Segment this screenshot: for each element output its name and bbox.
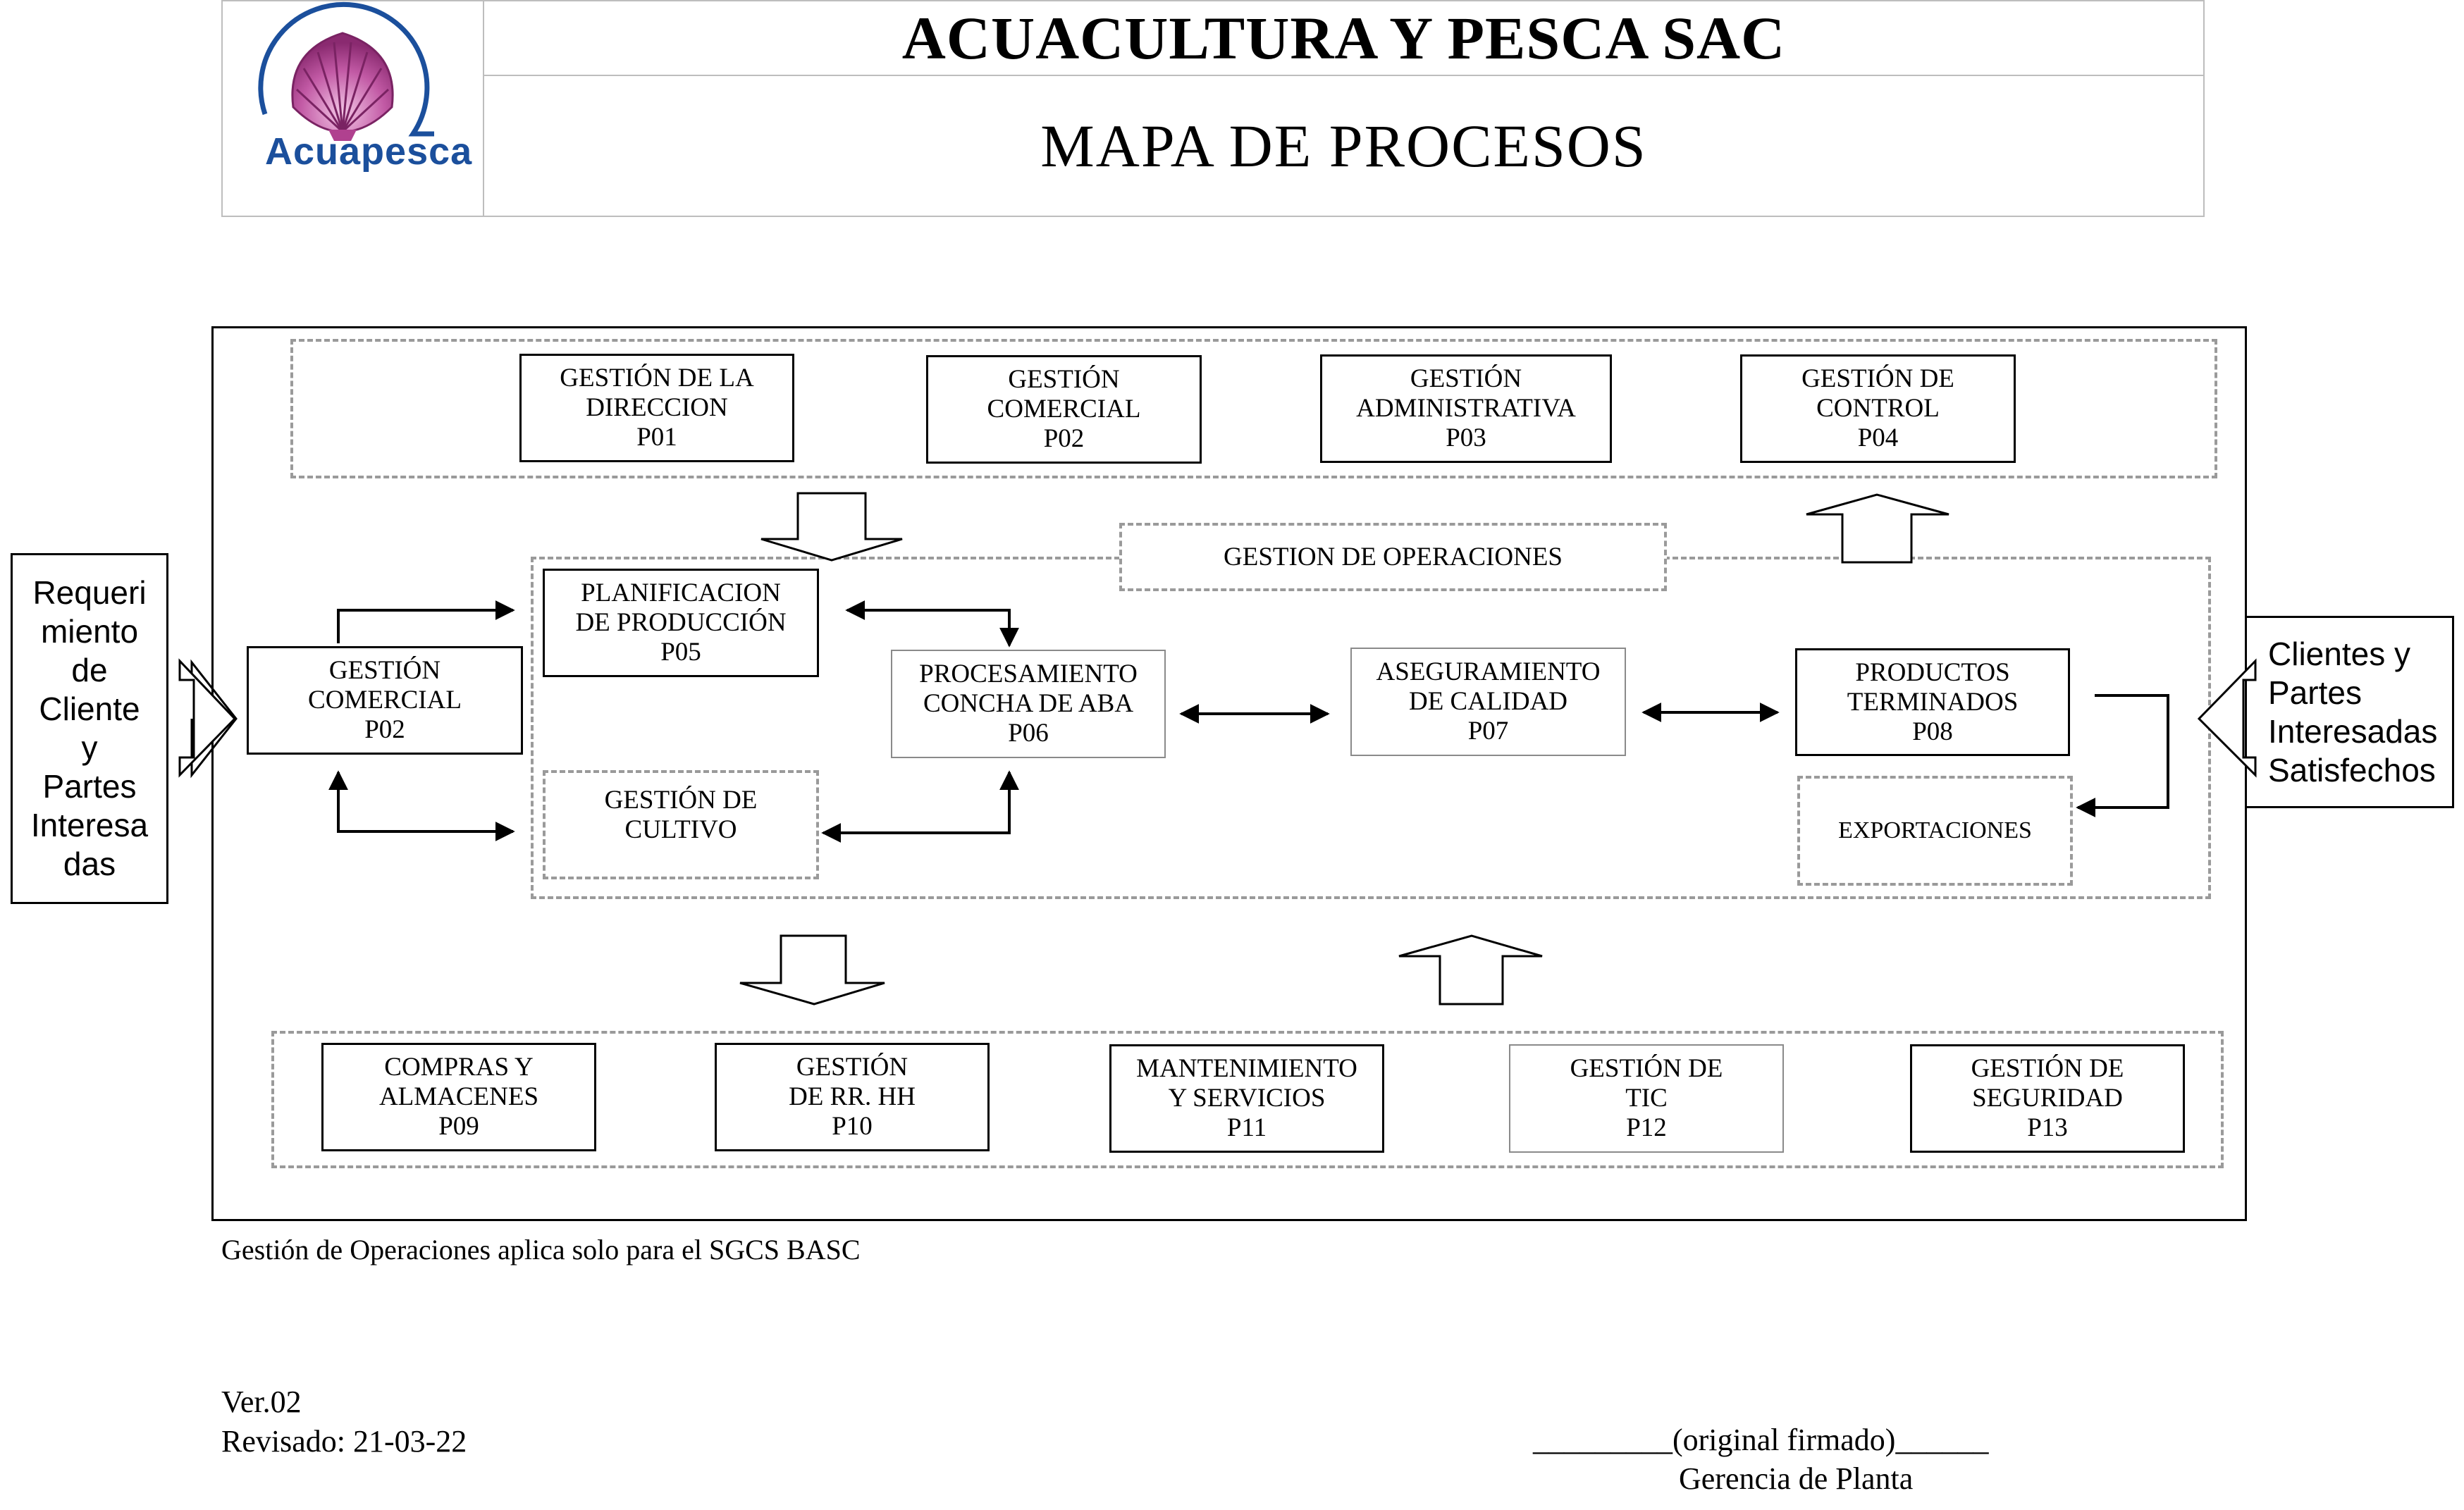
logo-text: Acuapesca (265, 130, 473, 173)
signature-line: _________(original firmado)______ (1533, 1423, 1989, 1457)
document-subtitle: MAPA DE PROCESOS (1040, 112, 1647, 180)
revised-date: Revisado: 21-03-22 (221, 1424, 467, 1459)
support-processes-group (271, 1031, 2224, 1168)
output-hollow-arrow (2197, 658, 2257, 778)
operations-note: Gestión de Operaciones aplica solo para … (221, 1234, 861, 1265)
arrow-productos-exportaciones (2076, 694, 2169, 817)
company-title: ACUACULTURA Y PESCA SAC (484, 1, 2203, 76)
arrow-procesamiento-cultivo (821, 770, 1019, 843)
arrow-comercial-to-planificacion (337, 600, 515, 643)
process-exportaciones: EXPORTACIONES (1797, 776, 2073, 886)
logo-cell: Acuapesca (223, 1, 484, 216)
scallop-shell-icon (258, 1, 434, 141)
signer-title: Gerencia de Planta (1679, 1461, 1914, 1496)
down-arrow-strategic (760, 492, 903, 562)
arrow-planificacion-procesamiento (845, 600, 1019, 648)
document-header: Acuapesca ACUACULTURA Y PESCA SAC MAPA D… (221, 0, 2205, 217)
up-arrow-strategic (1806, 493, 1949, 564)
up-arrow-support (1398, 934, 1543, 1005)
arrow-comercial-to-cultivo (328, 770, 515, 841)
operations-title: GESTION DE OPERACIONES (1119, 523, 1667, 591)
strategic-processes-group (290, 339, 2217, 478)
version-label: Ver.02 (221, 1385, 302, 1419)
down-arrow-support (739, 934, 885, 1005)
